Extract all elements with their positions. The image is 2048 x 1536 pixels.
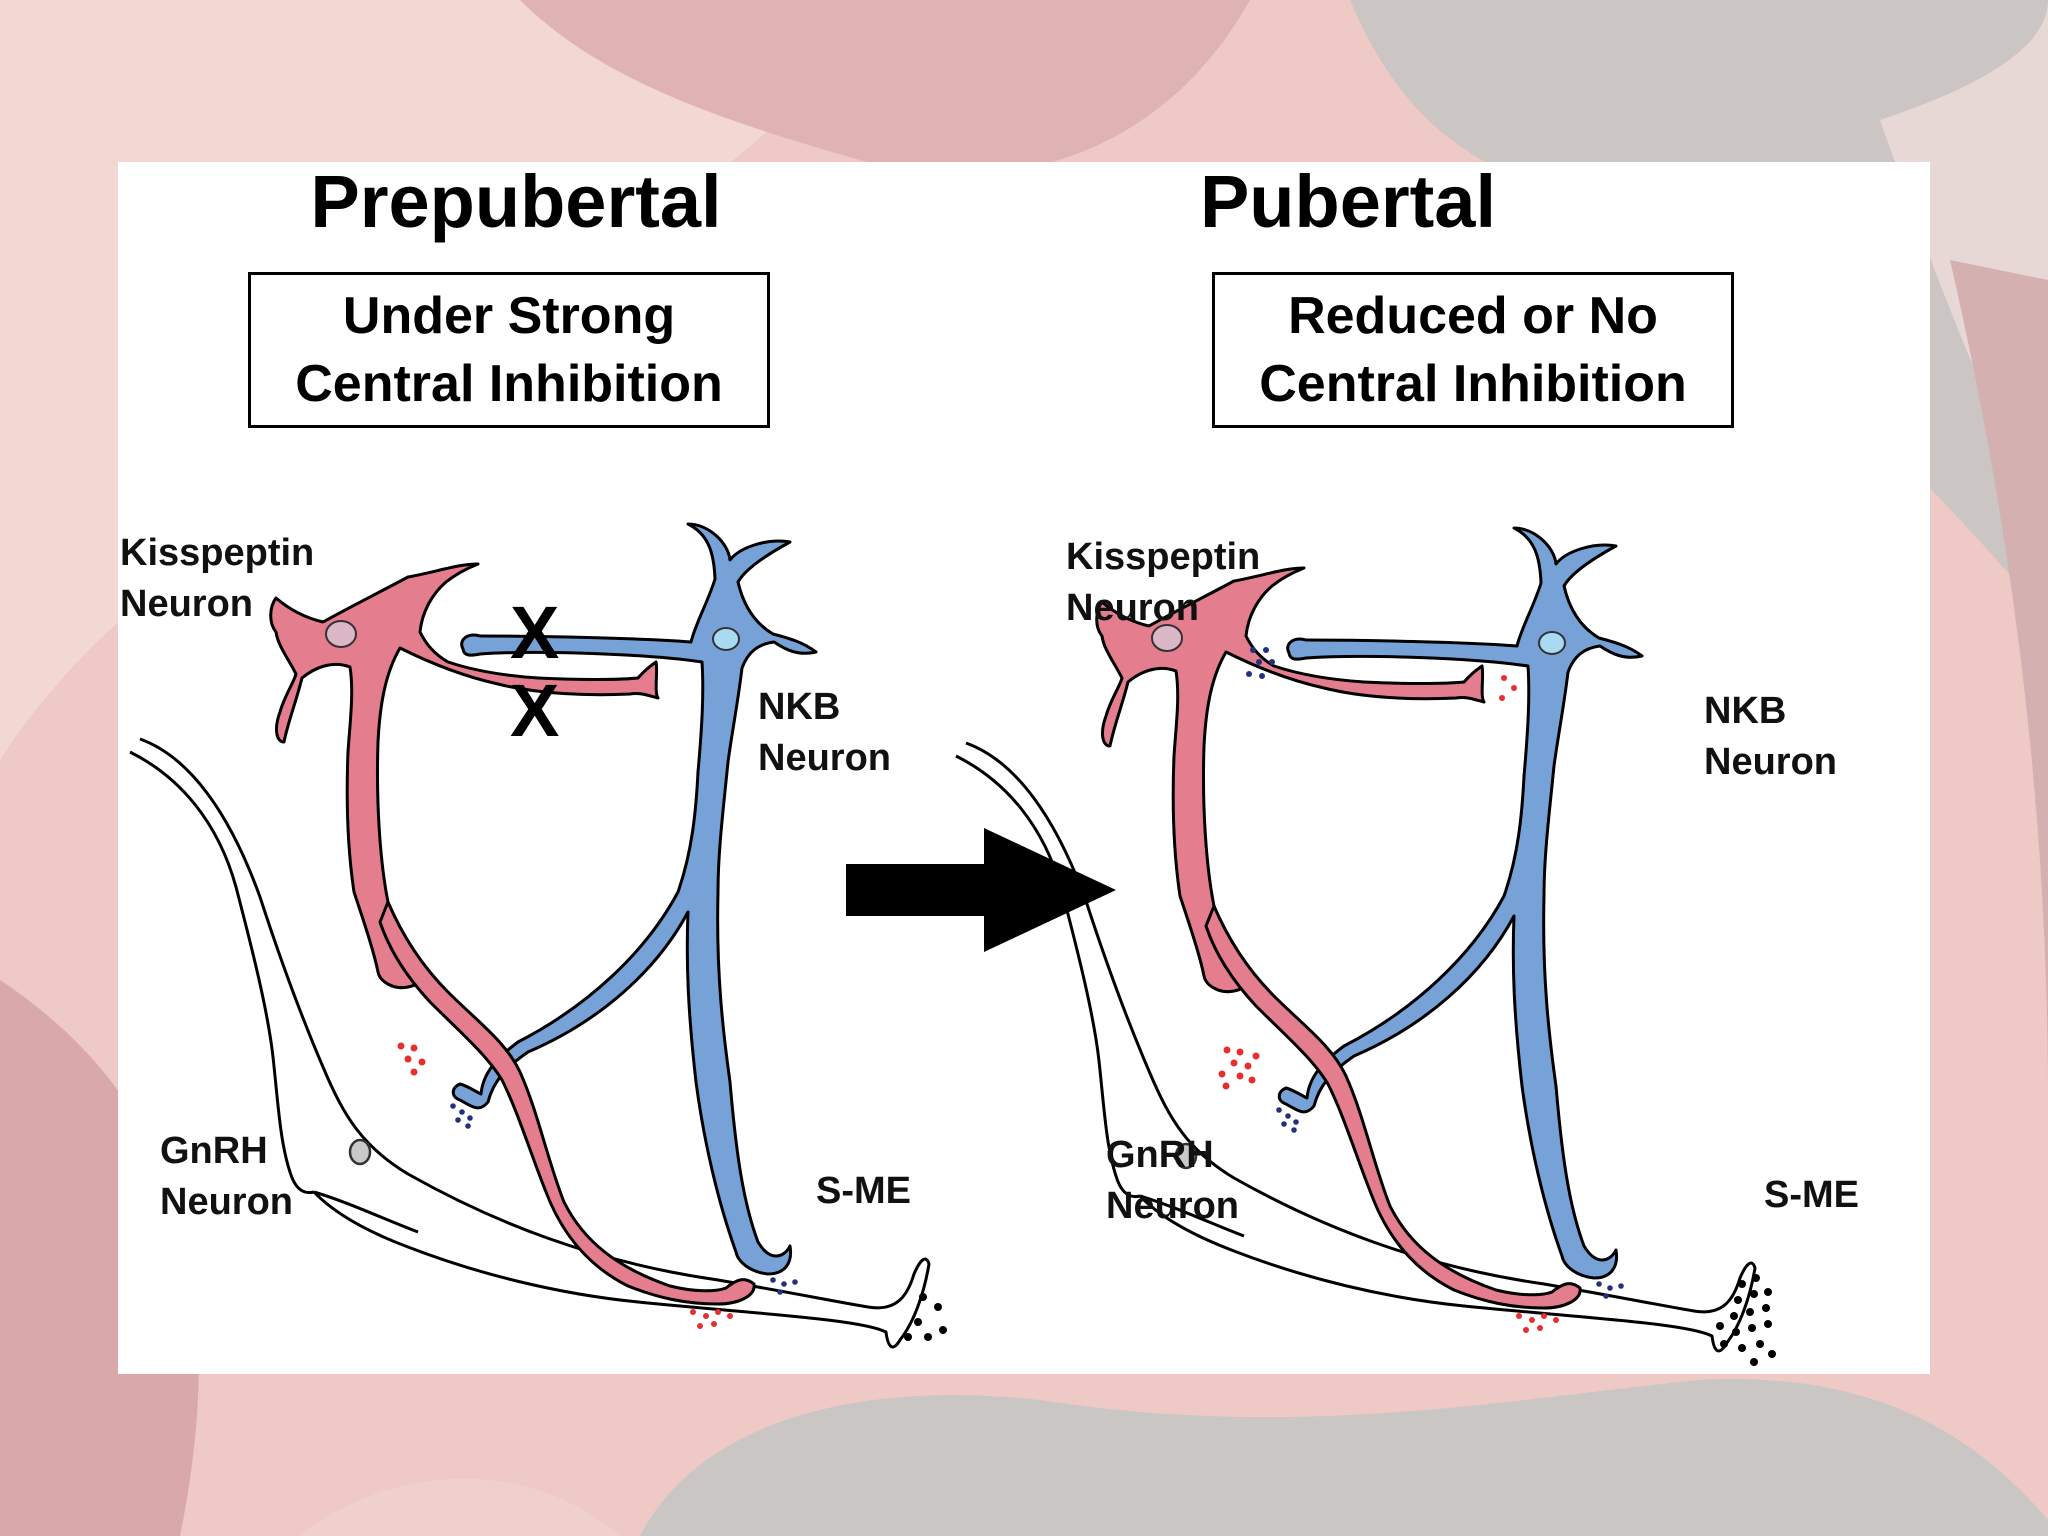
- red-dots-nkb-contact: [1499, 675, 1517, 701]
- box-line-1: Reduced or No: [1288, 287, 1658, 345]
- label-line: Neuron: [160, 1181, 293, 1223]
- box-line-1: Under Strong: [342, 287, 676, 345]
- extra-red-dots: [1218, 1052, 1260, 1090]
- inhibition-x-mark: X: [510, 669, 560, 752]
- secretion-dots-right: [1716, 1274, 1776, 1366]
- gnrh-label: GnRH Neuron: [160, 1126, 293, 1228]
- figure-panel: Prepubertal Under Strong Central Inhibit…: [118, 162, 1930, 1374]
- inhibition-x-mark: X: [510, 591, 560, 674]
- nkb-label: NKB Neuron: [1704, 686, 1837, 788]
- sme-label: S-ME: [1764, 1174, 1859, 1216]
- label-line: Neuron: [1066, 587, 1199, 629]
- right-arrow-icon: [846, 828, 1116, 952]
- label-line: Neuron: [1106, 1185, 1239, 1227]
- label-line: GnRH: [1106, 1134, 1214, 1176]
- label-line: Kisspeptin: [120, 532, 315, 574]
- label-line: NKB: [1704, 690, 1787, 732]
- label-line: Neuron: [1704, 741, 1837, 783]
- kisspeptin-label: Kisspeptin Neuron: [120, 528, 314, 630]
- prepubertal-title: Prepubertal: [310, 160, 722, 243]
- label-line: Neuron: [120, 583, 253, 625]
- label-line: NKB: [758, 686, 841, 728]
- pubertal-title: Pubertal: [1199, 160, 1497, 243]
- diagram-artwork: [128, 522, 1776, 1366]
- prepubertal-diagram: [128, 522, 947, 1349]
- sme-label: S-ME: [816, 1170, 911, 1212]
- nkb-label: NKB Neuron: [758, 682, 891, 784]
- gnrh-label: GnRH Neuron: [1106, 1130, 1239, 1232]
- box-line-2: Central Inhibition: [1259, 355, 1687, 413]
- inhibition-box-right: Reduced or No Central Inhibition: [1212, 272, 1734, 428]
- inhibition-box-left: Under Strong Central Inhibition: [248, 272, 770, 428]
- box-line-2: Central Inhibition: [295, 355, 723, 413]
- label-line: GnRH: [160, 1130, 268, 1172]
- label-line: Neuron: [758, 737, 891, 779]
- secretion-dots-left: [904, 1293, 947, 1341]
- kisspeptin-label: Kisspeptin Neuron: [1066, 532, 1260, 634]
- label-line: Kisspeptin: [1066, 536, 1261, 578]
- blue-dots-kiss-contact: [1246, 647, 1275, 679]
- pubertal-diagram: [954, 526, 1776, 1366]
